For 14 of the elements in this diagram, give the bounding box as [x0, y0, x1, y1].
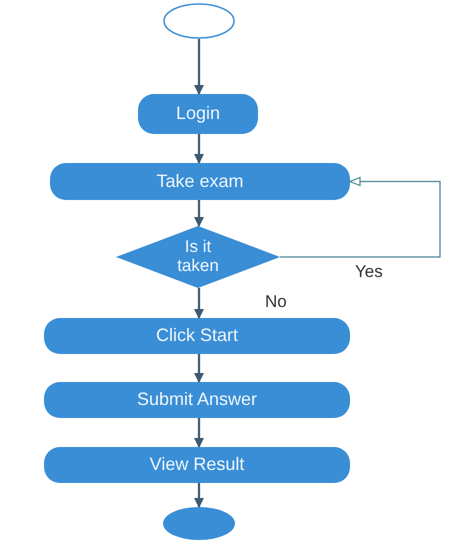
arrow: [194, 418, 204, 448]
process-box: Take exam: [50, 163, 350, 200]
process-box: Click Start: [44, 318, 350, 354]
arrow: [194, 288, 204, 319]
arrow: [194, 354, 204, 383]
arrow: [280, 176, 441, 258]
process-box: Submit Answer: [44, 382, 350, 418]
arrow: [194, 134, 204, 164]
process-box: View Result: [44, 447, 350, 483]
arrow: [194, 483, 204, 508]
arrow: [194, 39, 204, 95]
process-box: Login: [138, 94, 258, 134]
arrow: [194, 200, 204, 227]
node-label: Is it taken: [176, 238, 220, 276]
